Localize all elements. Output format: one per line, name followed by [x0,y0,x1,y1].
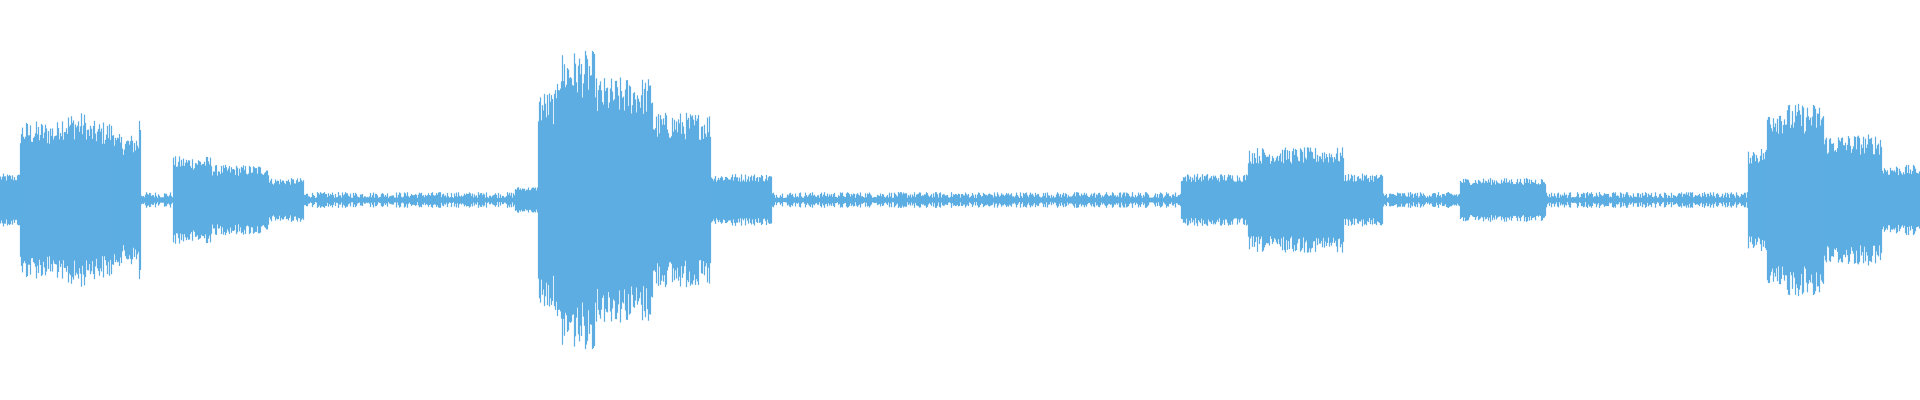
waveform-bars [0,50,1920,350]
